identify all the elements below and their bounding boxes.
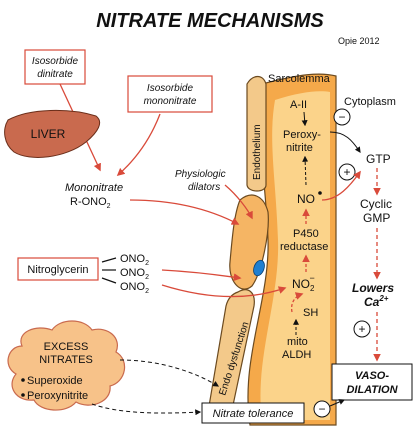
dilators-label: dilators: [188, 182, 220, 193]
r-ono2-label: R-ONO2: [70, 196, 111, 210]
reductase-label: reductase: [280, 241, 328, 253]
no-label: NO: [297, 192, 315, 206]
excess-to-tolerance-arrow: [91, 403, 202, 416]
nitroglycerin-arrow-1: [161, 269, 242, 282]
mononitrate-label: Mononitrate: [65, 182, 123, 194]
peroxynitrite-cell-label-2: nitrite: [286, 142, 313, 154]
peroxynitrite-cell-label-1: Peroxy-: [283, 129, 321, 141]
isosorbide-mononitrate-box: [127, 75, 213, 113]
nitroglycerin-arrow-2: [161, 284, 287, 298]
credit-label: Opie 2012: [338, 36, 380, 46]
mononitrate-drug-arrow: [116, 113, 161, 177]
vasodilation-label-2: DILATION: [346, 384, 398, 396]
excess-nitrates-cloud: [7, 320, 126, 411]
inhibition-sign-tolerance: −: [318, 402, 325, 416]
aldh-label: ALDH: [282, 349, 311, 361]
cytoplasm-region: [260, 91, 330, 421]
vasodilation-box: [331, 363, 413, 401]
physiologic-dilators-arrow: [224, 184, 253, 220]
endothelium-cell-middle: [229, 194, 269, 290]
sarcolemma-label: Sarcolemma: [268, 73, 331, 85]
no-radical-dot: [318, 191, 322, 195]
lowers-label: Lowers: [352, 281, 394, 295]
diagram-title: NITRATE MECHANISMS: [96, 10, 324, 32]
nitrate-tolerance-label: Nitrate tolerance: [213, 408, 294, 420]
mito-label: mito: [287, 336, 308, 348]
isosorbide-dinitrate-label-1: Isosorbide: [32, 56, 79, 67]
liver-label: LIVER: [31, 127, 66, 141]
nitrates-label: NITRATES: [39, 354, 93, 366]
peroxynitrite-to-gtp-arrow: [329, 131, 361, 153]
peroxynitrite-label: Peroxynitrite: [27, 390, 88, 402]
nitroglycerin-box: [17, 257, 99, 281]
stimulation-sign-no: +: [343, 165, 350, 179]
endothelium-label: Endothelium: [252, 124, 263, 180]
excess-label: EXCESS: [44, 341, 89, 353]
ono2-label-2: ONO2: [120, 267, 149, 281]
nitroglycerin-label: Nitroglycerin: [27, 264, 88, 276]
a-ii-arrow: [301, 111, 308, 127]
superoxide-label: Superoxide: [27, 375, 83, 387]
liver-shape: [4, 109, 101, 158]
tolerance-to-vasodilation-arrow: [329, 399, 346, 407]
isosorbide-dinitrate-box: [24, 49, 86, 85]
inhibition-sign-cytoplasm: −: [338, 110, 345, 124]
isosorbide-mononitrate-label-2: mononitrate: [144, 96, 197, 107]
gtp-label: GTP: [366, 152, 391, 166]
peroxynitrite-bullet: [21, 393, 25, 397]
inhibition-circle-cytoplasm: [333, 108, 351, 126]
cytoplasm-label: Cytoplasm: [344, 96, 396, 108]
isosorbide-mononitrate-label-1: Isosorbide: [147, 83, 194, 94]
mononitrate-to-cell-arrow: [129, 199, 240, 225]
sh-arrow: [290, 292, 304, 313]
calcium-label: Ca2+: [364, 294, 389, 309]
nitroglycerin-bond-1: [101, 257, 117, 263]
endothelium-cell-upper: [246, 75, 267, 192]
nitroglycerin-bond-3: [101, 277, 117, 284]
vasodilation-label-1: VASO-: [355, 370, 389, 382]
stimulation-circle-ca: [353, 320, 371, 338]
isosorbide-dinitrate-label-2: dinitrate: [37, 69, 73, 80]
nucleus: [253, 259, 265, 277]
ono2-label-3: ONO2: [120, 281, 149, 295]
inhibition-circle-tolerance: [313, 400, 331, 418]
stimulation-sign-ca: +: [358, 322, 365, 336]
a-ii-label: A-II: [290, 99, 307, 111]
no2-label: NO2−: [292, 273, 315, 293]
gmp-label: GMP: [363, 211, 390, 225]
nitrate-tolerance-box: [201, 402, 305, 424]
excess-to-endo-arrow: [119, 359, 220, 387]
sh-label: SH: [303, 307, 318, 319]
no-to-gtp-arrow: [321, 170, 361, 201]
cyclic-label: Cyclic: [360, 197, 392, 211]
p450-label: P450: [293, 228, 319, 240]
physiologic-label: Physiologic: [175, 169, 226, 180]
ono2-label-1: ONO2: [120, 253, 149, 267]
superoxide-bullet: [21, 378, 25, 382]
